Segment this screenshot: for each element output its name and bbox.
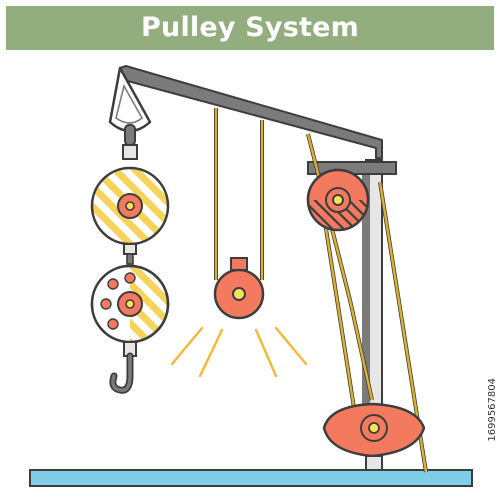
lower-block-pulley-icon	[90, 264, 170, 344]
hook-assembly	[90, 66, 170, 394]
middle-pulley-ropes	[214, 108, 264, 280]
page-title: Pulley System	[141, 12, 359, 43]
upper-block-pulley-icon	[90, 166, 170, 246]
middle-pulley-icon	[213, 257, 265, 320]
upper-right-pulley-icon	[306, 168, 370, 232]
boom-arm	[119, 65, 383, 159]
post-column	[362, 166, 370, 440]
weight-block-icon	[322, 402, 426, 471]
title-banner: Pulley System	[6, 6, 494, 50]
stock-image-id: 1699567804	[487, 378, 498, 442]
hook-icon	[109, 352, 134, 394]
base-platform	[29, 469, 473, 487]
glow-rays-icon	[170, 326, 308, 378]
